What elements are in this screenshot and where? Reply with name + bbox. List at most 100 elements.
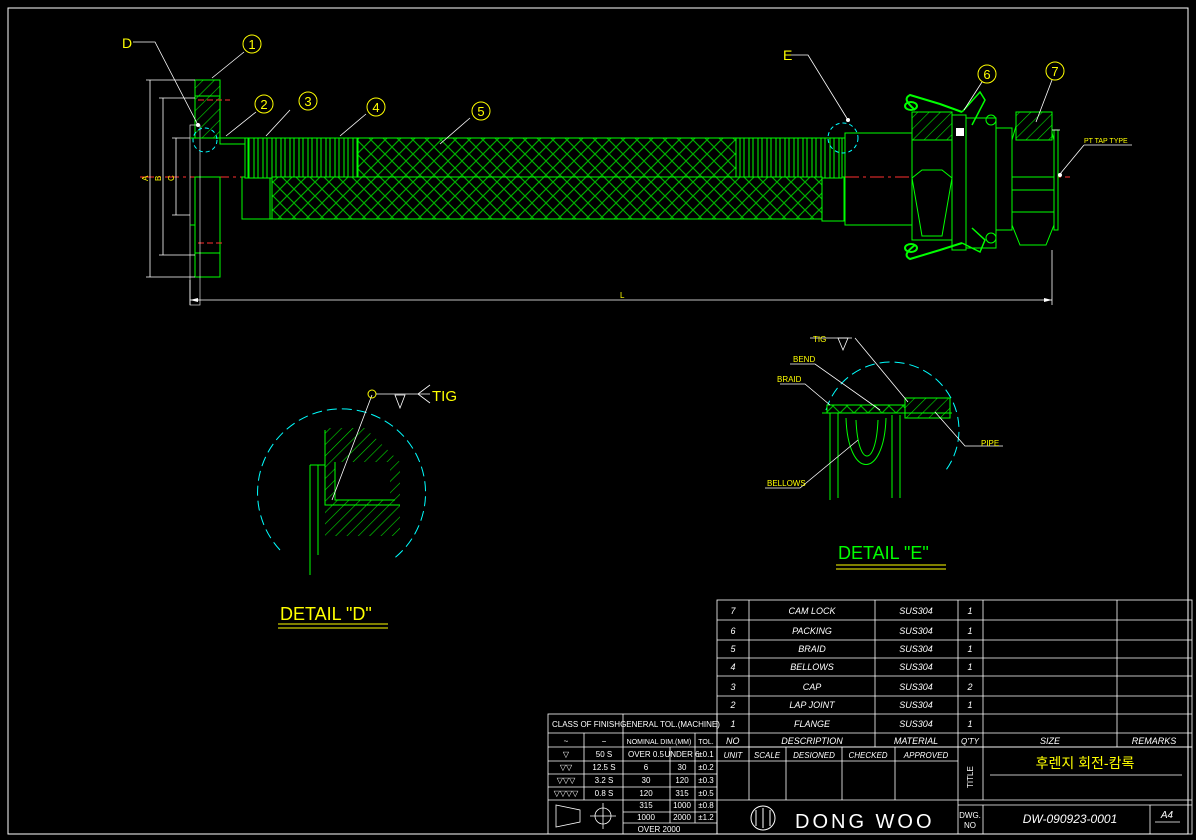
drawing-title: 후렌지 회전-캄록 — [1036, 755, 1135, 771]
finish-value: − — [602, 737, 607, 746]
company-name: DONG WOO — [795, 811, 935, 833]
balloon-number: 5 — [477, 104, 484, 119]
title-block-grid — [547, 599, 1193, 835]
general-tol-header: GENERAL TOL.(MACHINE) — [620, 720, 720, 729]
detail-e-view — [765, 337, 1003, 500]
part-no: 5 — [730, 644, 736, 654]
detail-e-bellows-label: BELLOWS — [767, 479, 806, 488]
part-description: CAP — [803, 682, 822, 692]
part-no: 4 — [730, 662, 735, 672]
range-under: 120 — [675, 776, 689, 785]
balloon-number: 1 — [248, 37, 255, 52]
detail-e-marker: E — [783, 47, 792, 63]
finish-value: 50 S — [596, 750, 612, 759]
dimension-b-label: B — [154, 176, 163, 181]
range-over: 120 — [639, 789, 653, 798]
part-material: SUS304 — [899, 644, 933, 654]
part-material: SUS304 — [899, 719, 933, 729]
dimension-a-label: A — [141, 175, 150, 181]
header-qty: Q'TY — [961, 737, 980, 746]
range-under: UNDER 6 — [664, 750, 700, 759]
tol-header: TOL. — [698, 739, 713, 746]
range-over: 6 — [644, 763, 649, 772]
balloon-7: 7 — [1045, 61, 1065, 81]
header-size: SIZE — [1040, 736, 1061, 746]
finish-symbol: ▽▽▽ — [557, 776, 576, 785]
part-qty: 1 — [967, 662, 972, 672]
finish-value: 3.2 S — [595, 776, 614, 785]
part-qty: 1 — [967, 606, 972, 616]
range-over: OVER 0.5 — [628, 750, 665, 759]
balloon-1: 1 — [242, 34, 262, 54]
detail-e-pipe-label: PIPE — [981, 439, 999, 448]
header-material: MATERIAL — [894, 736, 938, 746]
balloon-6: 6 — [977, 64, 997, 84]
part-qty: 1 — [967, 626, 972, 636]
unit-label: UNIT — [724, 751, 744, 760]
part-material: SUS304 — [899, 626, 933, 636]
dimension-c-label: C — [167, 175, 176, 181]
part-description: BELLOWS — [790, 662, 834, 672]
range-tol: ±0.5 — [698, 789, 714, 798]
detail-d-view — [257, 384, 431, 575]
dimension-l-label: L — [620, 291, 625, 300]
title-label: TITLE — [966, 766, 975, 788]
balloon-2: 2 — [254, 94, 274, 114]
balloon-3: 3 — [298, 91, 318, 111]
range-tol: ±0.8 — [698, 801, 714, 810]
part-material: SUS304 — [899, 606, 933, 616]
range-under: 1000 — [673, 801, 691, 810]
tig-weld-label: TIG — [432, 388, 457, 405]
finish-symbols: ~▽▽▽▽▽▽▽▽▽▽−50 S12.5 S3.2 S0.8 S — [554, 737, 616, 798]
detail-e-title: DETAIL "E" — [838, 543, 929, 563]
dwg-label: DWG. — [959, 811, 981, 820]
part-description: PACKING — [792, 626, 832, 636]
range-over: 1000 — [637, 813, 655, 822]
sheet-size: A4 — [1160, 810, 1174, 821]
finish-symbol: ~ — [564, 737, 569, 746]
range-under: 315 — [675, 789, 689, 798]
class-of-finish-header: CLASS OF FINISH — [552, 720, 620, 729]
range-under: 30 — [678, 763, 687, 772]
range-over: 315 — [639, 801, 653, 810]
part-material: SUS304 — [899, 662, 933, 672]
drawing-number: DW-090923-0001 — [1023, 812, 1118, 826]
part-qty: 1 — [967, 644, 972, 654]
range-tol: ±0.1 — [698, 750, 714, 759]
range-over: OVER 2000 — [638, 825, 681, 834]
part-description: CAM LOCK — [788, 606, 836, 616]
part-qty: 2 — [966, 682, 972, 692]
designed-label: DESIONED — [793, 751, 835, 760]
part-qty: 1 — [967, 719, 972, 729]
pt-tap-label: PT TAP TYPE — [1084, 138, 1128, 145]
detail-e-tig-label: TIG — [813, 335, 826, 344]
detail-d-marker: D — [122, 35, 132, 51]
finish-value: 0.8 S — [595, 789, 614, 798]
range-tol: ±0.2 — [698, 763, 714, 772]
part-description: BRAID — [798, 644, 826, 654]
range-under: 2000 — [673, 813, 691, 822]
scale-label: SCALE — [754, 751, 781, 760]
balloon-number: 2 — [260, 97, 267, 112]
range-tol: ±1.2 — [698, 813, 714, 822]
balloon-number: 4 — [372, 100, 379, 115]
part-description: LAP JOINT — [789, 700, 836, 710]
part-qty: 1 — [967, 700, 972, 710]
range-over: 30 — [642, 776, 651, 785]
finish-symbol: ▽▽▽▽ — [554, 789, 579, 798]
finish-symbol: ▽ — [563, 750, 570, 759]
approved-label: APPROVED — [903, 751, 949, 760]
part-no: 1 — [730, 719, 735, 729]
detail-e-bend-label: BEND — [793, 355, 815, 364]
part-no: 6 — [730, 626, 735, 636]
part-no: 2 — [729, 700, 735, 710]
part-material: SUS304 — [899, 682, 933, 692]
balloon-5: 5 — [471, 101, 491, 121]
balloon-4: 4 — [366, 97, 386, 117]
nominal-dim-header: NOMINAL DIM.(MM) — [627, 739, 692, 746]
range-tol: ±0.3 — [698, 776, 714, 785]
main-assembly — [133, 41, 1132, 306]
finish-value: 12.5 S — [592, 763, 615, 772]
